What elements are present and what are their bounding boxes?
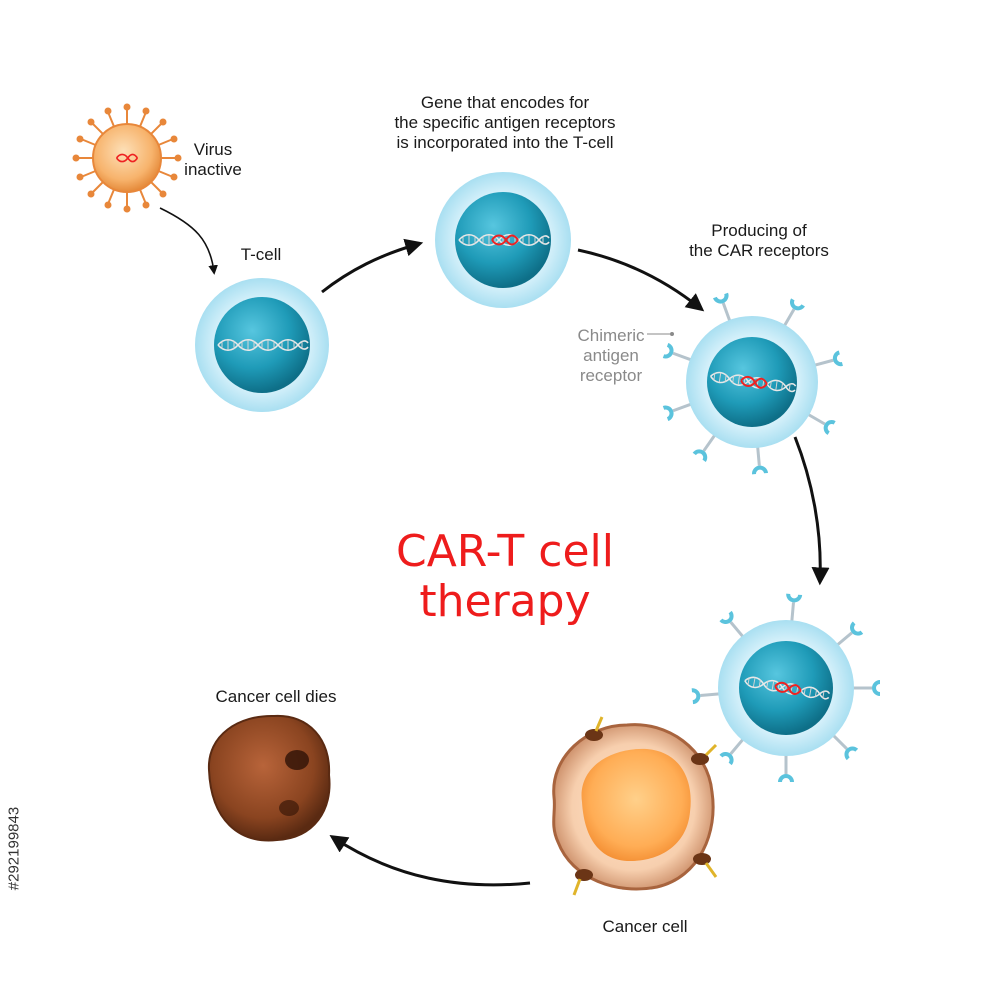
chimeric-label: Chimeric antigen receptor xyxy=(566,326,656,386)
chimeric-label-line1: Chimeric xyxy=(577,326,645,345)
virus-label-line1: Virus xyxy=(193,140,233,159)
car-t-cell xyxy=(661,291,845,476)
car-t-cell-attacking xyxy=(690,592,882,784)
producing-label-line1: Producing of xyxy=(711,221,807,240)
gene-label-line3: is incorporated into the T-cell xyxy=(396,133,614,152)
gene-label-line2: the specific antigen receptors xyxy=(394,113,616,132)
arrow-tcell-to-modified xyxy=(321,238,424,294)
diagram-title: CAR-T cell therapy xyxy=(360,527,650,627)
dead-cancer-cell xyxy=(207,714,331,842)
producing-label: Producing of the CAR receptors xyxy=(668,221,850,261)
cancer-dies-label: Cancer cell dies xyxy=(215,687,337,706)
chimeric-label-line3: receptor xyxy=(579,366,643,385)
stock-id: #292199843 xyxy=(5,806,23,891)
virus-label-line2: inactive xyxy=(184,160,242,179)
cancer-cell xyxy=(552,716,718,896)
arrow-modified-to-car xyxy=(577,248,705,312)
tcell-label: T-cell xyxy=(240,245,282,264)
gene-label-line1: Gene that encodes for xyxy=(420,93,590,112)
cancer-cell-label: Cancer cell xyxy=(602,917,688,936)
producing-label-line2: the CAR receptors xyxy=(689,241,829,260)
gene-label: Gene that encodes for the specific antig… xyxy=(360,93,650,153)
title-line1: CAR-T cell xyxy=(395,526,615,577)
virus xyxy=(72,103,182,213)
modified-t-cell xyxy=(435,172,571,308)
chimeric-label-line2: antigen xyxy=(583,346,639,365)
t-cell xyxy=(195,278,329,412)
title-line2: therapy xyxy=(419,576,591,627)
arrow-car-to-attack xyxy=(793,436,830,586)
virus-label: Virus inactive xyxy=(178,140,248,180)
arrow-cancer-to-dead xyxy=(329,835,531,887)
arrow-virus-to-tcell xyxy=(159,207,218,275)
